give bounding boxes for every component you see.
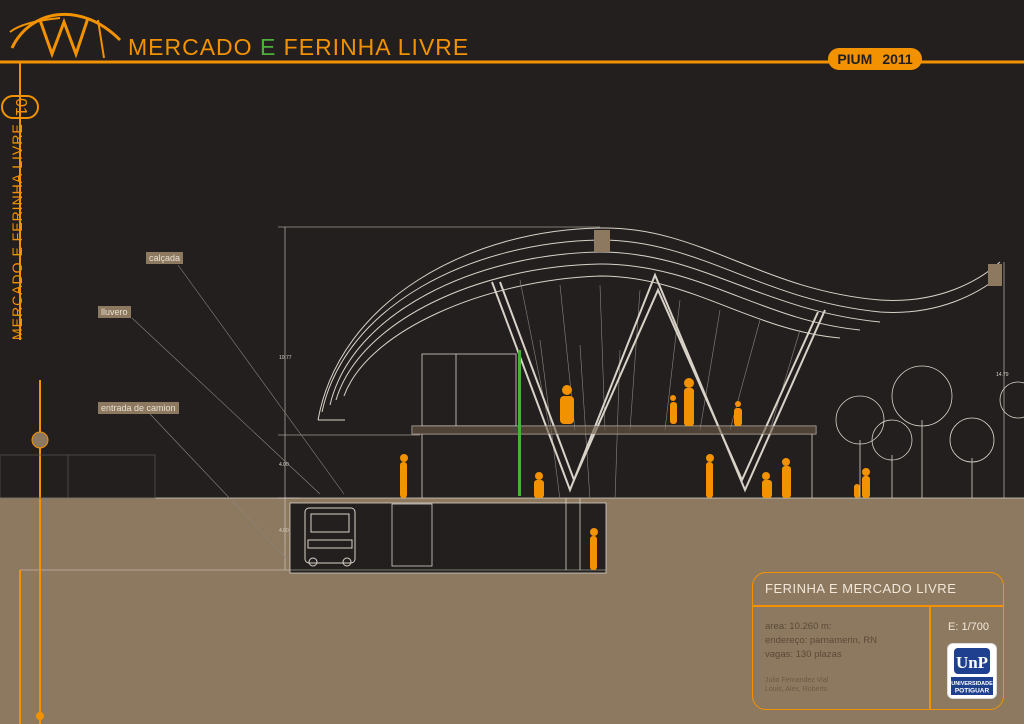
- info-credit-1: Julio Fernandez Vial: [765, 677, 829, 684]
- roof: [317, 227, 1001, 421]
- project-badge: PIUM 2011: [828, 48, 922, 70]
- info-area: area: 10.260 m:: [765, 621, 832, 632]
- dim-left-basement: 4.00: [279, 528, 289, 534]
- info-parking: vagas: 130 plazas: [765, 649, 842, 660]
- label-lluvero: lluvero: [98, 306, 131, 318]
- info-divider: [753, 605, 1003, 607]
- sheet-number: 01: [1, 95, 39, 119]
- dimension-lines: [278, 226, 1005, 570]
- info-credit-2: Louis, Alex, Roberto: [765, 686, 828, 693]
- dim-left-total: 10.77: [279, 355, 292, 361]
- badge-name: PIUM: [837, 51, 873, 67]
- logo-name-line2: POTIGUAR: [955, 688, 990, 695]
- vertical-title: MERCADO E FERINHA LIVRE: [9, 123, 25, 340]
- info-address: endereço: parnamerin, RN: [765, 635, 877, 646]
- dim-right-total: 14.79: [996, 372, 1009, 378]
- info-panel: FERINHA E MERCADO LIVRE area: 10.260 m: …: [752, 572, 1004, 710]
- title-part1: MERCADO: [128, 34, 260, 60]
- info-title: FERINHA E MERCADO LIVRE: [765, 581, 957, 596]
- logo-unp-text: UnP: [956, 653, 988, 672]
- dim-left-lower: 4.00: [279, 462, 289, 468]
- leader-lines: [131, 264, 345, 561]
- truck: [304, 507, 356, 567]
- title-part3: FERINHA LIVRE: [276, 34, 470, 60]
- university-logo-mark: UnP UNIVERSIDADE POTIGUAR: [951, 648, 993, 695]
- project-logo: [9, 12, 122, 59]
- label-entrada-camion: entrada de camion: [98, 402, 179, 414]
- info-vertical-divider: [929, 605, 931, 709]
- accents: [518, 350, 521, 496]
- v-columns: [491, 272, 826, 493]
- people: [400, 378, 870, 570]
- trees: [835, 365, 1024, 498]
- title-part2: E: [259, 34, 277, 60]
- badge-year: 2011: [882, 51, 913, 67]
- label-calcada: calçada: [146, 252, 184, 264]
- university-logo: UnP UNIVERSIDADE POTIGUAR: [947, 643, 997, 699]
- project-title: MERCADO E FERINHA LIVRE: [128, 34, 469, 61]
- drawing-scale: E: 1/700: [948, 621, 989, 633]
- logo-name-line1: UNIVERSIDADE: [951, 681, 993, 687]
